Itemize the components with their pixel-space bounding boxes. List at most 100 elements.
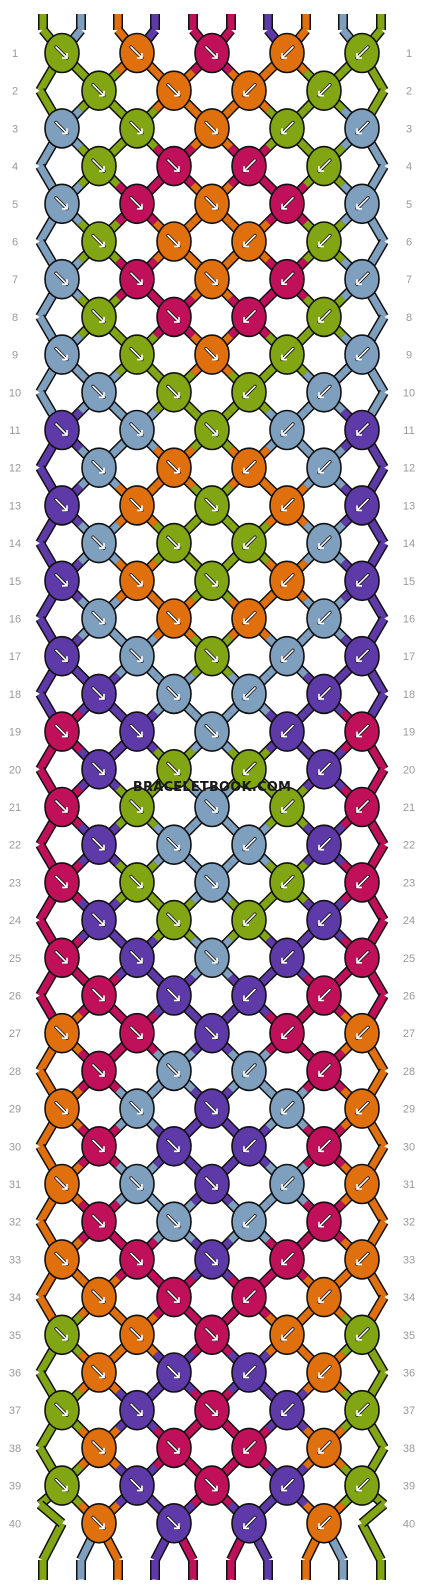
knot-arrow-head-icon bbox=[174, 995, 180, 1002]
row-number-right: 18 bbox=[403, 689, 415, 701]
knot-arrow-head-icon bbox=[62, 354, 68, 361]
knot bbox=[194, 1465, 230, 1506]
knot-arrow-icon bbox=[55, 272, 68, 285]
row-number-right: 9 bbox=[406, 350, 412, 362]
knot bbox=[119, 1389, 155, 1431]
knot-arrow-icon bbox=[92, 1290, 105, 1303]
knot-arrow-head-icon bbox=[356, 1033, 362, 1039]
knot bbox=[269, 1088, 305, 1129]
knot bbox=[231, 1201, 267, 1242]
knot-arrow-icon bbox=[205, 724, 218, 738]
knot bbox=[44, 334, 80, 375]
knot-arrow-icon bbox=[281, 1101, 294, 1115]
knot bbox=[119, 108, 155, 149]
knot bbox=[194, 1389, 230, 1431]
knot bbox=[119, 1163, 155, 1205]
knot-arrow-head-icon bbox=[137, 882, 143, 889]
knot-arrow-head-icon bbox=[62, 731, 68, 738]
knot-arrow-head-icon bbox=[243, 1221, 249, 1228]
right-edge-thread bbox=[359, 1501, 387, 1526]
knot-arrow-icon bbox=[243, 687, 256, 700]
row-number-right: 30 bbox=[403, 1141, 415, 1153]
row-number-left: 28 bbox=[9, 1066, 21, 1078]
row-number-right: 37 bbox=[403, 1405, 415, 1417]
knot-arrow-head-icon bbox=[281, 1334, 287, 1341]
knot-arrow-icon bbox=[130, 1252, 143, 1266]
knot-arrow-head-icon bbox=[243, 693, 249, 700]
knot-arrow-head-icon bbox=[318, 543, 324, 549]
row-number-right: 29 bbox=[403, 1104, 415, 1116]
knot bbox=[119, 635, 155, 677]
knot-arrow-head-icon bbox=[281, 1485, 287, 1492]
knot bbox=[81, 1050, 117, 1092]
knot-arrow-icon bbox=[130, 1177, 143, 1190]
knot bbox=[306, 1126, 342, 1167]
row-number-left: 14 bbox=[9, 538, 21, 550]
knot bbox=[269, 108, 305, 149]
knot bbox=[119, 258, 155, 300]
knot bbox=[231, 598, 267, 639]
knot-arrow-icon bbox=[243, 837, 256, 851]
row-number-left: 25 bbox=[9, 953, 21, 965]
knot bbox=[231, 975, 267, 1016]
knot-arrow-icon bbox=[243, 1214, 256, 1228]
row-number-right: 39 bbox=[403, 1481, 415, 1493]
knot-arrow-icon bbox=[281, 1328, 294, 1341]
knot-arrow-head-icon bbox=[356, 1184, 362, 1190]
string-letter-top: D bbox=[152, 6, 159, 16]
knot-arrow-head-icon bbox=[137, 807, 143, 813]
knot bbox=[156, 1126, 192, 1167]
knot-arrow-icon bbox=[356, 197, 369, 210]
knot-arrow-icon bbox=[318, 234, 331, 248]
knot-arrow-head-icon bbox=[212, 1259, 218, 1266]
knot-arrow-head-icon bbox=[318, 166, 324, 172]
knot bbox=[306, 1276, 342, 1318]
knot bbox=[231, 1352, 267, 1393]
knot-arrow-head-icon bbox=[174, 844, 180, 851]
knot-arrow-icon bbox=[243, 460, 256, 474]
knot-arrow-head-icon bbox=[174, 1447, 180, 1454]
knot-arrow-head-icon bbox=[318, 1297, 324, 1303]
knot-arrow-head-icon bbox=[212, 279, 218, 285]
knot bbox=[44, 1314, 80, 1356]
knot-arrow-head-icon bbox=[99, 467, 105, 474]
knot-arrow-icon bbox=[55, 1101, 68, 1115]
knot-arrow-head-icon bbox=[281, 53, 287, 59]
knot-arrow-head-icon bbox=[318, 241, 324, 248]
row-number-left: 11 bbox=[9, 425, 20, 437]
knot-arrow-icon bbox=[281, 1177, 294, 1190]
row-number-left: 21 bbox=[9, 802, 21, 814]
knot-arrow-head-icon bbox=[62, 505, 68, 512]
knot-arrow-icon bbox=[205, 1252, 218, 1266]
knot-arrow-head-icon bbox=[99, 920, 105, 926]
knot-arrow-head-icon bbox=[318, 769, 324, 776]
knot bbox=[231, 70, 267, 111]
knot-arrow-head-icon bbox=[99, 1221, 105, 1228]
knot-arrow-head-icon bbox=[174, 467, 180, 474]
knot-arrow-head-icon bbox=[318, 995, 324, 1002]
knot-arrow-head-icon bbox=[318, 392, 324, 399]
knot-arrow-head-icon bbox=[99, 392, 105, 399]
knot-arrow-icon bbox=[130, 347, 143, 361]
knot bbox=[119, 1239, 155, 1280]
knot bbox=[81, 1201, 117, 1242]
knot-arrow-icon bbox=[92, 1139, 105, 1153]
knot bbox=[156, 975, 192, 1016]
knot-arrow-icon bbox=[318, 385, 331, 399]
knot bbox=[44, 786, 80, 828]
knot-arrow-head-icon bbox=[281, 203, 287, 210]
knot-arrow-head-icon bbox=[281, 656, 287, 662]
knot-arrow-head-icon bbox=[137, 656, 143, 662]
knot bbox=[231, 522, 267, 564]
knot bbox=[231, 447, 267, 489]
row-number-right: 14 bbox=[403, 538, 415, 550]
row-number-left: 26 bbox=[9, 991, 21, 1003]
knot bbox=[231, 899, 267, 941]
knot-arrow-head-icon bbox=[243, 769, 249, 776]
knot-arrow-icon bbox=[243, 234, 256, 248]
knot-arrow-icon bbox=[281, 1252, 294, 1266]
row-number-left: 36 bbox=[9, 1368, 21, 1380]
knot-arrow-head-icon bbox=[174, 1070, 180, 1077]
knot-arrow-head-icon bbox=[318, 1146, 324, 1153]
